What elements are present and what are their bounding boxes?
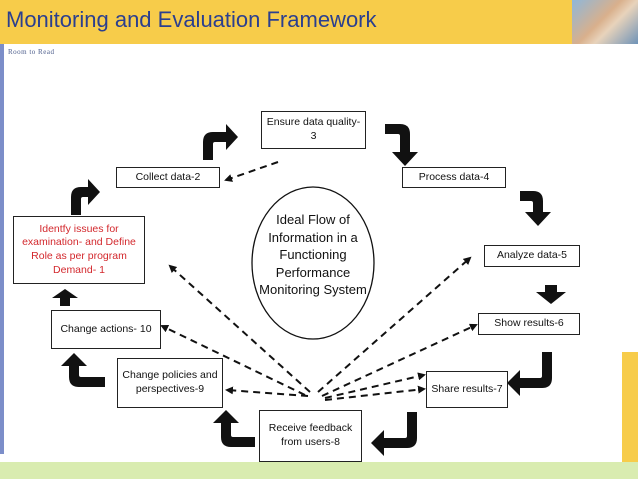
bold-arrow-2-to-3	[203, 124, 238, 160]
bold-arrows	[52, 124, 566, 456]
header-photo	[572, 0, 638, 44]
bold-arrow-8-to-9	[213, 410, 255, 447]
step-change-actions: Change actions- 10	[51, 310, 161, 349]
center-label: Ideal Flow of Information in a Functioni…	[259, 212, 367, 298]
bold-arrow-6-to-7	[507, 352, 552, 396]
dashed-arrows	[160, 161, 478, 401]
step-analyze-data: Analyze data-5	[484, 245, 580, 267]
right-accent-bar	[622, 352, 638, 479]
dashed-arrow-8-to-1	[168, 264, 311, 393]
center-ellipse	[251, 186, 375, 340]
step-identify-issues: Identfy issues for examination- and Defi…	[13, 216, 145, 284]
bold-arrow-5-to-6	[536, 285, 566, 304]
bold-arrow-4-to-5	[520, 191, 551, 226]
step-change-policies: Change policies and perspectives-9	[117, 358, 223, 408]
bold-arrow-1-to-2	[71, 179, 100, 215]
step-receive-feedback: Receive feedback from users-8	[259, 410, 362, 462]
bottom-accent-strip	[0, 462, 638, 479]
bold-arrow-9-to-10	[61, 353, 105, 387]
dashed-arrow-8-to-7a	[324, 372, 426, 399]
dashed-arrow-8-to-7b	[324, 385, 426, 401]
bold-arrow-7-to-8	[371, 412, 417, 456]
step-ensure-data-quality: Ensure data quality-3	[261, 111, 366, 149]
bold-arrow-3-to-4	[385, 124, 418, 166]
dashed-arrow-8-to-5	[317, 256, 472, 393]
header-bar: Monitoring and Evaluation Framework	[0, 0, 638, 44]
logo: Room to Read	[8, 48, 55, 56]
step-show-results: Show results-6	[478, 313, 580, 335]
dashed-arrow-8-to-6	[321, 323, 478, 397]
dashed-arrow-8-to-10	[160, 325, 306, 396]
page-title: Monitoring and Evaluation Framework	[6, 7, 377, 32]
dashed-arrow-8-to-9	[225, 386, 309, 397]
bold-arrow-10-to-1	[52, 289, 78, 306]
dashed-arrow-3-to-2	[224, 161, 279, 182]
left-accent-bar	[0, 44, 4, 454]
step-process-data: Process data-4	[402, 167, 506, 188]
step-collect-data: Collect data-2	[116, 167, 220, 188]
step-share-results: Share results-7	[426, 371, 508, 408]
